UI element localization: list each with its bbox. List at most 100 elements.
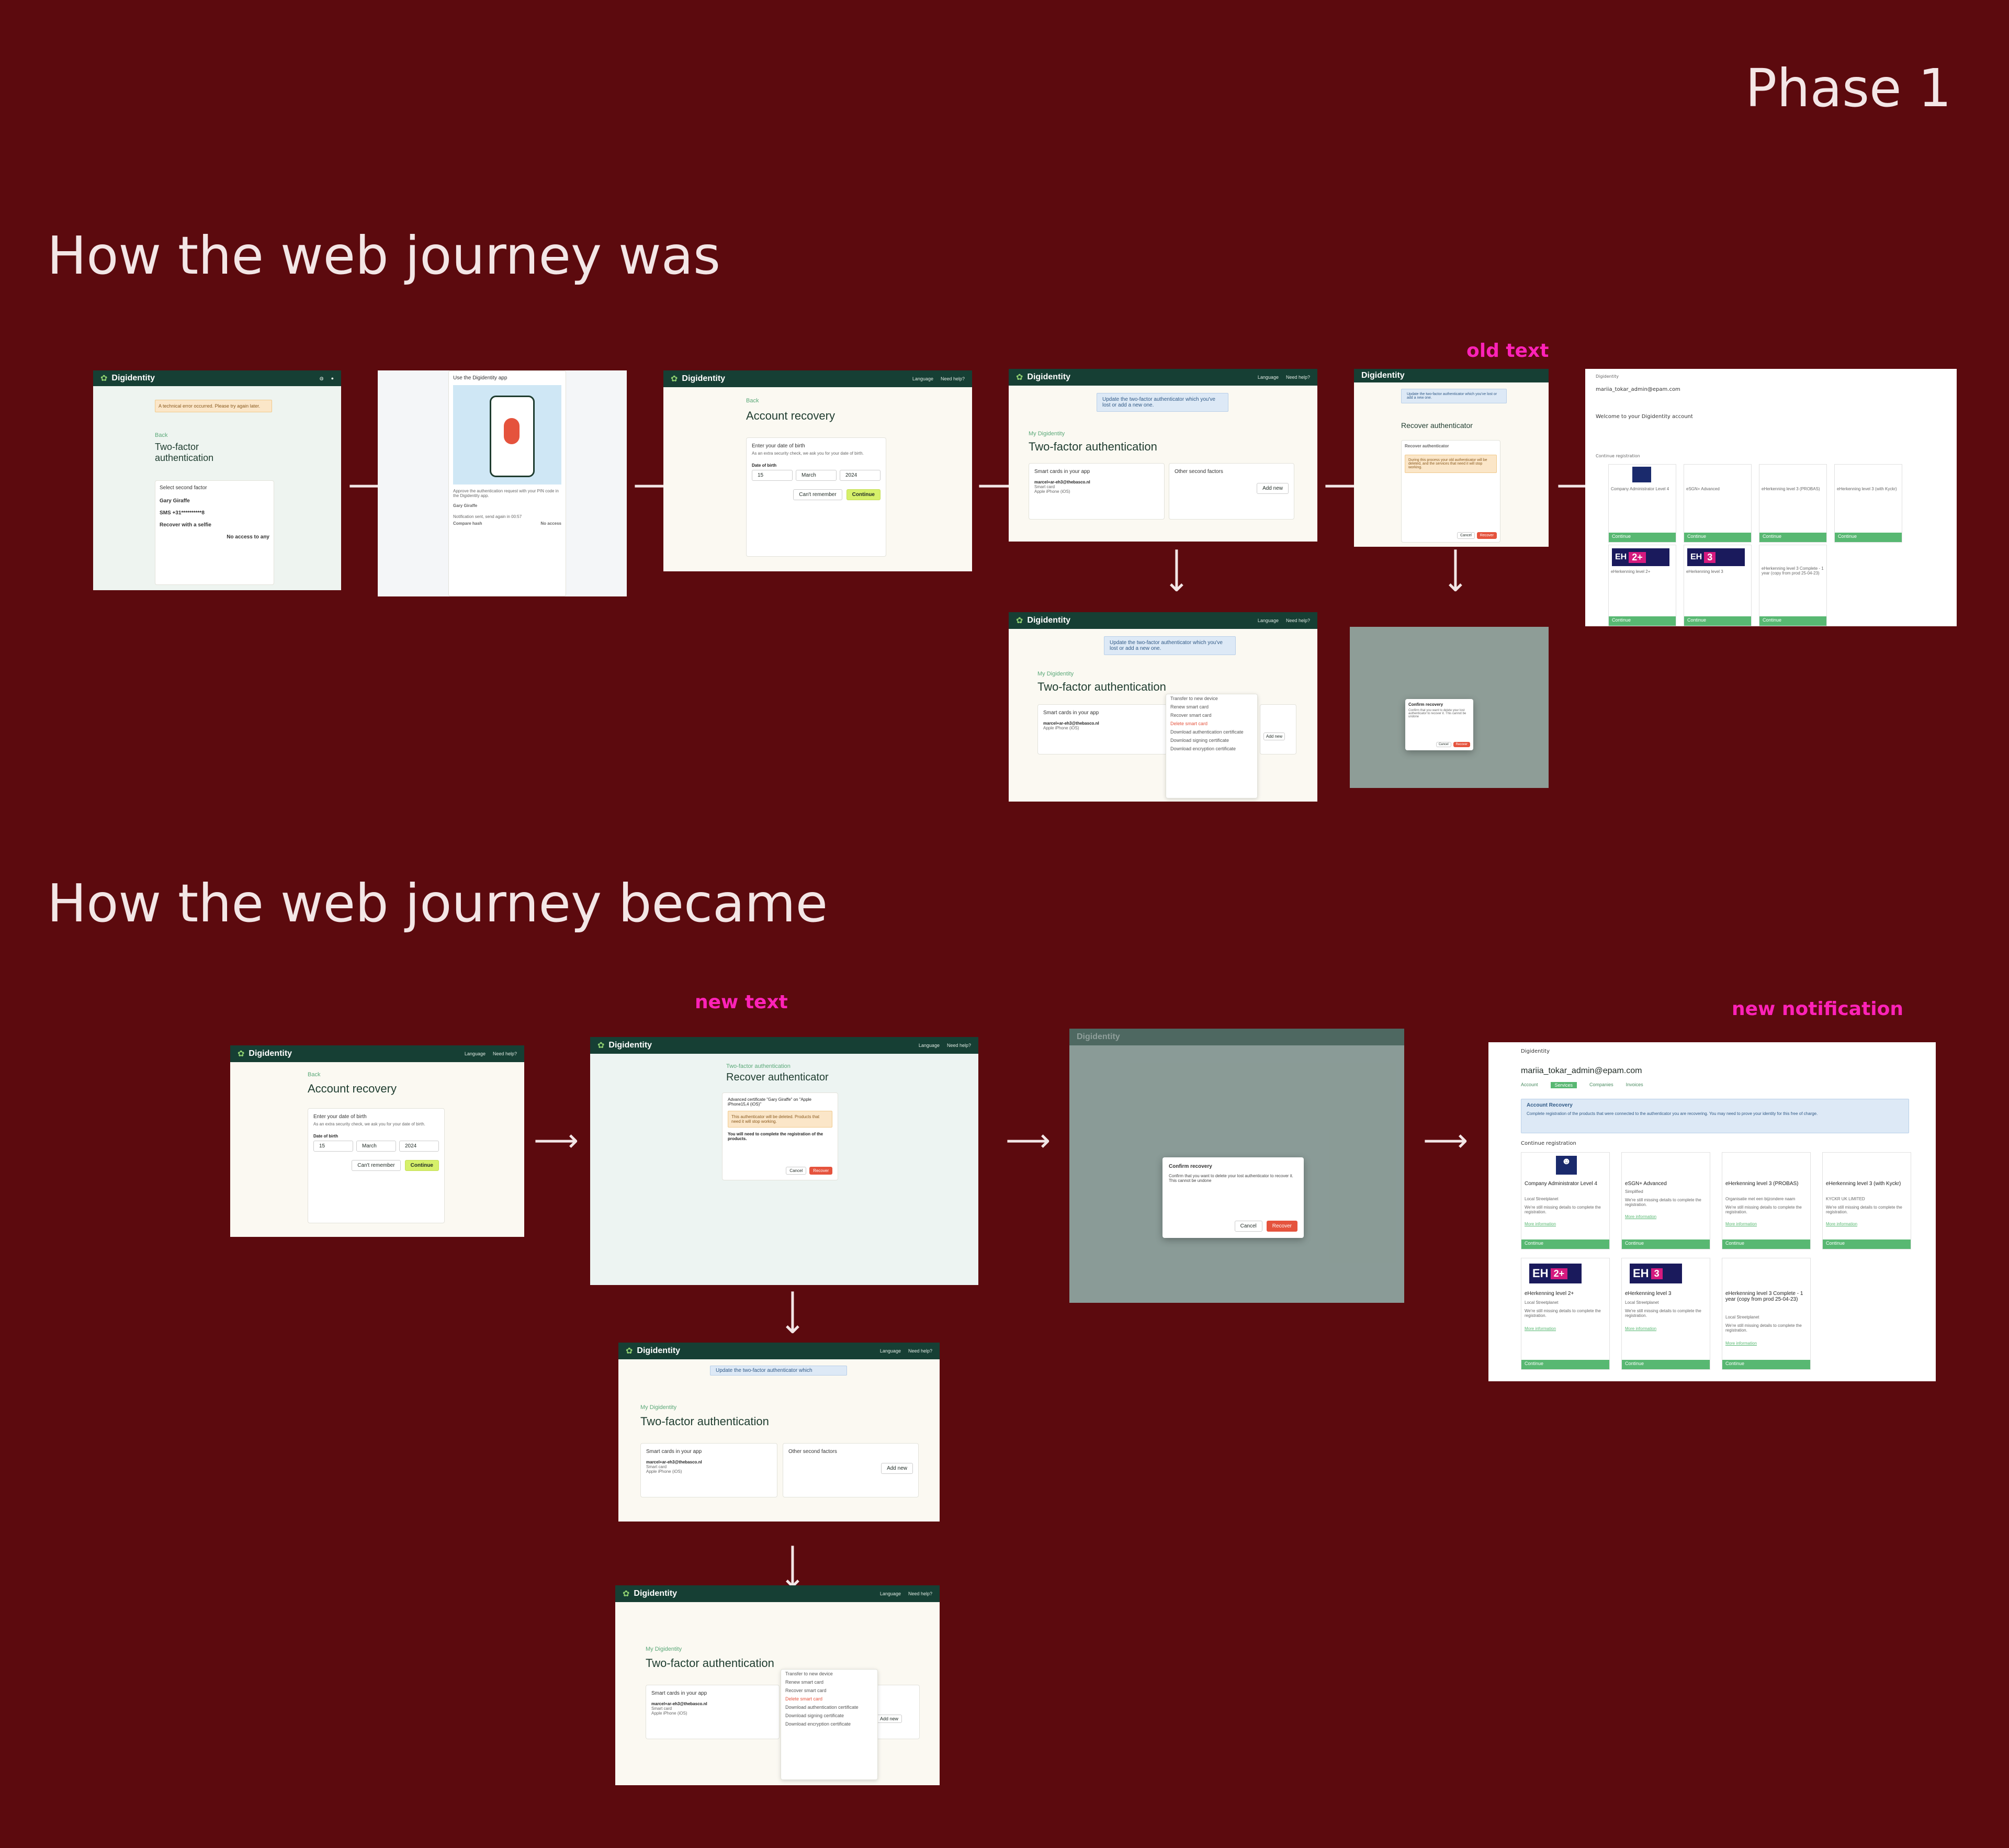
continue-button[interactable]: Continue: [1622, 1360, 1710, 1369]
menu-item[interactable]: Download authentication certificate: [785, 1705, 859, 1710]
cancel-button[interactable]: Cancel: [1457, 532, 1475, 539]
menu-item[interactable]: Recover smart card: [785, 1688, 827, 1693]
menu-item[interactable]: Download authentication certificate: [1170, 729, 1244, 735]
continue-button[interactable]: Continue: [1521, 1239, 1609, 1249]
add-new-button[interactable]: Add new: [1263, 733, 1285, 740]
help-link[interactable]: Need help?: [492, 1051, 517, 1056]
menu-item[interactable]: Delete smart card: [785, 1696, 823, 1701]
compare-hash-link[interactable]: Compare hash: [453, 521, 482, 526]
help-link[interactable]: Need help?: [908, 1591, 932, 1596]
continue-button[interactable]: Continue: [1722, 1360, 1810, 1369]
continue-button[interactable]: Continue: [1823, 1239, 1911, 1249]
menu-item[interactable]: Download signing certificate: [1170, 738, 1229, 743]
continue-button[interactable]: Continue: [846, 489, 881, 500]
language-link[interactable]: Language: [879, 1348, 901, 1354]
year-select[interactable]: 2024: [840, 470, 881, 481]
help-link[interactable]: Need help?: [908, 1348, 932, 1354]
day-select[interactable]: 15: [313, 1141, 353, 1152]
no-access-link[interactable]: No access to any: [227, 534, 269, 540]
add-new-button[interactable]: Add new: [881, 1463, 913, 1474]
cant-remember-button[interactable]: Can't remember: [793, 489, 842, 500]
back-link[interactable]: Back: [155, 432, 168, 438]
add-new-button[interactable]: Add new: [876, 1715, 902, 1723]
service-title: eHerkenning level 3 Complete - 1 year (c…: [1762, 566, 1824, 576]
continue-button[interactable]: Continue: [1609, 533, 1676, 542]
more-info-link[interactable]: More information: [1725, 1222, 1757, 1226]
help-link[interactable]: Need help?: [946, 1043, 971, 1048]
tab-services[interactable]: Services: [1550, 1082, 1577, 1088]
menu-item[interactable]: Recover smart card: [1170, 713, 1212, 718]
continue-button[interactable]: Continue: [1759, 616, 1826, 626]
day-select[interactable]: 15: [752, 470, 793, 481]
breadcrumb[interactable]: My Digidentity: [1037, 671, 1074, 677]
brand-name: Digidentity: [249, 1049, 292, 1058]
menu-item[interactable]: Renew smart card: [785, 1680, 824, 1685]
continue-button[interactable]: Continue: [1521, 1360, 1609, 1369]
language-link[interactable]: Language: [1257, 375, 1279, 380]
no-access-link[interactable]: No access: [540, 521, 561, 526]
more-info-link[interactable]: More information: [1625, 1326, 1657, 1331]
year-select[interactable]: 2024: [399, 1141, 439, 1152]
breadcrumb[interactable]: My Digidentity: [640, 1404, 677, 1411]
cancel-button[interactable]: Cancel: [1436, 742, 1451, 747]
continue-button[interactable]: Continue: [404, 1160, 439, 1171]
language-link[interactable]: Language: [918, 1043, 940, 1048]
breadcrumb[interactable]: Two-factor authentication: [726, 1063, 791, 1069]
back-link[interactable]: Back: [746, 398, 759, 404]
more-info-link[interactable]: More information: [1826, 1222, 1858, 1226]
recover-button[interactable]: Recover: [1453, 742, 1470, 747]
more-info-link[interactable]: More information: [1525, 1326, 1556, 1331]
menu-item[interactable]: Download encryption certificate: [785, 1721, 851, 1727]
language-link[interactable]: Language: [464, 1051, 486, 1056]
cancel-button[interactable]: Cancel: [1234, 1221, 1262, 1232]
more-info-link[interactable]: More information: [1625, 1214, 1657, 1219]
menu-item[interactable]: Transfer to new device: [1170, 696, 1218, 701]
breadcrumb[interactable]: My Digidentity: [646, 1646, 682, 1652]
help-link[interactable]: Need help?: [1285, 618, 1310, 623]
continue-button[interactable]: Continue: [1622, 1239, 1710, 1249]
tab-companies[interactable]: Companies: [1589, 1082, 1613, 1087]
month-select[interactable]: March: [796, 470, 837, 481]
menu-item[interactable]: Transfer to new device: [785, 1671, 833, 1676]
language-link[interactable]: Language: [879, 1591, 901, 1596]
recover-button[interactable]: Recover: [1266, 1221, 1297, 1232]
tab-invoices[interactable]: Invoices: [1626, 1082, 1643, 1087]
notification-body: Complete registration of the products th…: [1527, 1111, 1818, 1116]
continue-button[interactable]: Continue: [1684, 616, 1751, 626]
language-icon[interactable]: ◍: [319, 375, 324, 381]
more-info-link[interactable]: More information: [1525, 1222, 1556, 1226]
service-sub: Local Streetplanet: [1525, 1197, 1559, 1201]
continue-button[interactable]: Continue: [1609, 616, 1676, 626]
breadcrumb[interactable]: My Digidentity: [1029, 431, 1065, 437]
continue-button[interactable]: Continue: [1759, 533, 1826, 542]
flow-arrow-down: ⟶: [775, 1289, 812, 1335]
factor-item[interactable]: Recover with a selfie: [160, 522, 211, 528]
dob-card-body: As an extra security check, we ask you f…: [752, 451, 864, 456]
continue-button[interactable]: Continue: [1835, 533, 1902, 542]
language-link[interactable]: Language: [1257, 618, 1279, 623]
help-link[interactable]: Need help?: [940, 376, 965, 381]
recover-button[interactable]: Recover: [1476, 532, 1497, 539]
back-link[interactable]: Back: [308, 1072, 321, 1078]
help-link[interactable]: Need help?: [1285, 375, 1310, 380]
factor-item[interactable]: Gary Giraffe: [160, 498, 190, 504]
add-new-button[interactable]: Add new: [1257, 483, 1289, 494]
page-title: Two-factor authentication: [1037, 680, 1166, 693]
menu-item[interactable]: Download signing certificate: [785, 1713, 844, 1718]
user-icon[interactable]: ●: [331, 375, 334, 381]
menu-item[interactable]: Delete smart card: [1170, 721, 1208, 726]
recover-button[interactable]: Recover: [809, 1167, 832, 1175]
language-link[interactable]: Language: [912, 376, 933, 381]
continue-button[interactable]: Continue: [1684, 533, 1751, 542]
menu-item[interactable]: Download encryption certificate: [1170, 746, 1236, 751]
more-info-link[interactable]: More information: [1725, 1341, 1757, 1346]
continue-button[interactable]: Continue: [1722, 1239, 1810, 1249]
month-select[interactable]: March: [356, 1141, 396, 1152]
cant-remember-button[interactable]: Can't remember: [352, 1160, 401, 1171]
tab-account[interactable]: Account: [1521, 1082, 1538, 1087]
menu-item[interactable]: Renew smart card: [1170, 704, 1209, 709]
factor-item[interactable]: SMS +31**********8: [160, 510, 205, 516]
service-card: EH 3 eHerkenning level 3 Local Streetpla…: [1621, 1258, 1710, 1370]
cancel-button[interactable]: Cancel: [786, 1167, 807, 1175]
